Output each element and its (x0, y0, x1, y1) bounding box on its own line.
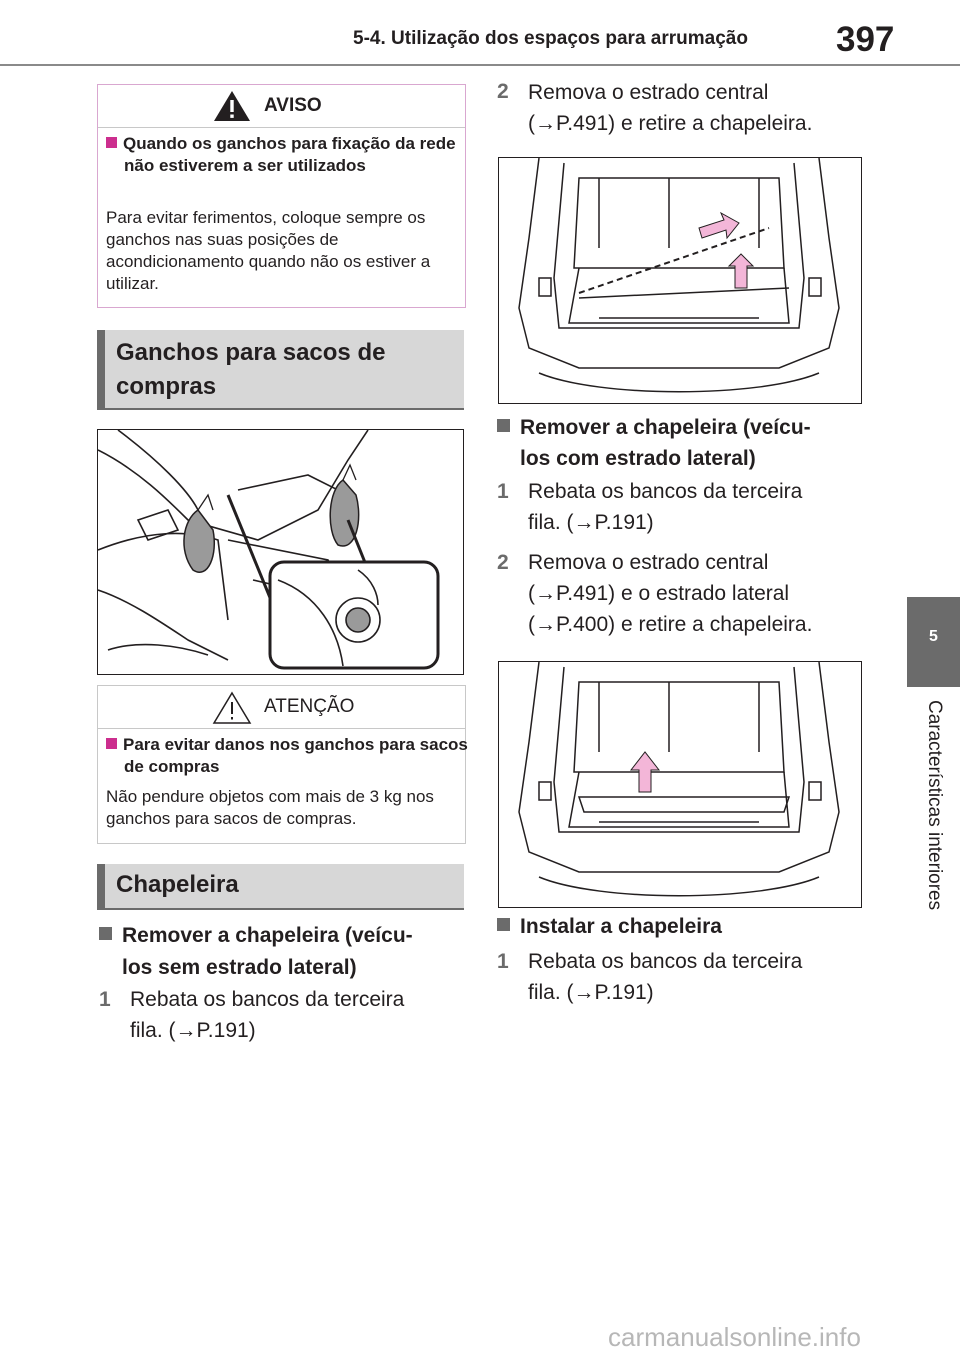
vehicle-rear-drawing (518, 662, 840, 897)
page-number: 397 (836, 20, 895, 59)
bullet-square-icon (106, 137, 117, 148)
subheading-remove-without: Remover a chapeleira (veícu- (99, 919, 413, 953)
warning-subheading: Quando os ganchos para fixação da rede n… (106, 133, 472, 177)
bullet-square-icon (497, 918, 510, 931)
caution-subheading-text: Para evitar danos nos ganchos para sacos… (123, 735, 468, 776)
section-heading-text: Ganchos para sacos de compras (116, 339, 386, 400)
step-number: 2 (497, 80, 509, 103)
illustration-bag-hooks (97, 429, 464, 675)
subheading-line: Remover a chapeleira (veícu- (122, 924, 413, 947)
caution-title: ATENÇÃO (264, 696, 355, 717)
warning-subheading-text: Quando os ganchos para fixação da rede n… (123, 134, 456, 175)
chapter-tab-number: 5 (929, 628, 938, 645)
section-header-title: 5-4. Utilização dos espaços para arrumaç… (353, 28, 748, 49)
subheading-line: Remover a chapeleira (veícu- (520, 416, 811, 439)
step-number: 1 (497, 950, 509, 973)
warning-box: AVISO Quando os ganchos para fixação da … (97, 84, 466, 308)
step-text: Remova o estrado central (528, 81, 769, 104)
header-divider (0, 64, 960, 66)
subheading-line: Instalar a chapeleira (520, 915, 722, 938)
step-number: 2 (497, 551, 509, 574)
step-text: (→P.491) e o estrado lateral (528, 582, 790, 605)
vehicle-rear-drawing (518, 158, 840, 393)
bullet-square-icon (99, 927, 112, 940)
illustration-remove-cover-side-deck (498, 661, 862, 908)
subheading-remove-with-line2: los com estrado lateral) (520, 447, 756, 470)
warning-triangle-icon (214, 91, 250, 121)
step-text: fila. (→P.191) (528, 981, 654, 1004)
watermark-text: carmanualsonline.info (608, 1322, 861, 1352)
step-number: 1 (99, 988, 111, 1011)
caution-subheading: Para evitar danos nos ganchos para sacos… (106, 734, 472, 778)
chapter-tab-label-wrap: Características interiores (909, 700, 960, 950)
step-text: Remova o estrado central (528, 551, 769, 574)
subheading-install: Instalar a chapeleira (497, 910, 722, 944)
subheading-remove-without-line2: los sem estrado lateral) (122, 956, 357, 979)
section-heading-bar (97, 864, 105, 908)
section-heading-chapeleira: Chapeleira (97, 864, 464, 910)
warning-title: AVISO (264, 95, 322, 116)
caution-box: ATENÇÃO Para evitar danos nos ganchos pa… (97, 685, 468, 844)
section-heading-ganchos: Ganchos para sacos de compras (97, 330, 464, 410)
section-heading-text: Chapeleira (116, 871, 239, 898)
step-text: Rebata os bancos da terceira (528, 950, 803, 973)
caution-body: Não pendure objetos com mais de 3 kg nos… (106, 787, 434, 828)
step-text: fila. (→P.191) (130, 1019, 256, 1042)
step-text: fila. (→P.191) (528, 511, 654, 534)
cargo-hooks-drawing (98, 430, 440, 670)
warning-body: Para evitar ferimentos, coloque sempre o… (106, 208, 431, 293)
step-text: (→P.491) e retire a chapeleira. (528, 112, 813, 135)
subheading-remove-with: Remover a chapeleira (veícu- (497, 411, 811, 445)
step-text: Rebata os bancos da terceira (130, 988, 405, 1011)
bullet-square-icon (497, 419, 510, 432)
step-text: (→P.400) e retire a chapeleira. (528, 613, 813, 636)
caution-triangle-icon (212, 691, 252, 724)
chapter-tab-label: Características interiores (924, 700, 945, 911)
warning-box-header: AVISO (98, 85, 465, 128)
chapter-tab (907, 597, 960, 687)
caution-box-header: ATENÇÃO (98, 686, 465, 729)
illustration-remove-cover (498, 157, 862, 404)
bullet-square-icon (106, 738, 117, 749)
section-heading-bar (97, 330, 105, 408)
step-number: 1 (497, 480, 509, 503)
step-text: Rebata os bancos da terceira (528, 480, 803, 503)
